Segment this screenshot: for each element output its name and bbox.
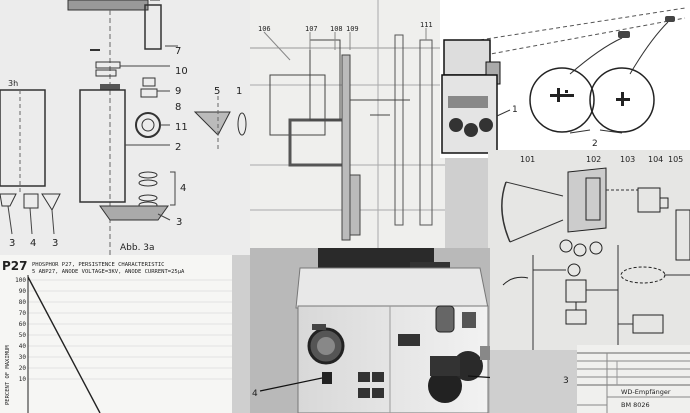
chart-title-line-1: PHOSPHOR P27, PERSISTENCE CHARACTERISTIC xyxy=(32,262,164,268)
title-block-code: BM 8026 xyxy=(621,401,650,409)
component-label-101: 101 xyxy=(520,155,535,164)
part-label-3-right: 3 xyxy=(52,238,58,249)
part-label-10: 10 xyxy=(175,66,188,77)
component-label-105: 105 xyxy=(668,155,683,164)
engineering-drawing: 106 107 108 109 111 xyxy=(250,0,445,250)
y-axis-label: PERCENT OF MAXIMUM xyxy=(5,345,11,405)
camera-label-2: 2 xyxy=(592,139,598,149)
part-label-3-left: 3 xyxy=(9,238,15,249)
drawing-ref-111: 111 xyxy=(420,21,433,29)
part-label-4: 4 xyxy=(180,183,186,194)
title-block: WD-Empfänger BM 8026 xyxy=(577,352,690,413)
drawing-ref-109: 109 xyxy=(346,25,359,33)
engineering-drawing-panel: 106 107 108 109 111 xyxy=(250,0,445,250)
drawing-ref-106: 106 xyxy=(258,25,271,33)
y-tick-label: 20 xyxy=(19,365,27,372)
part-label-9: 9 xyxy=(175,86,181,97)
instrument-photo: 4 xyxy=(250,248,490,413)
y-tick-label: 100 xyxy=(15,277,26,284)
part-label-8: 8 xyxy=(175,102,181,113)
instrument-photo-panel: 4 xyxy=(250,248,490,413)
drawing-ref-107: 107 xyxy=(305,25,318,33)
part-label-11: 11 xyxy=(175,122,188,133)
y-tick-label: 90 xyxy=(19,288,27,295)
phosphor-chart: P27 PHOSPHOR P27, PERSISTENCE CHARACTERI… xyxy=(2,259,232,413)
title-block-panel: WD-Empfänger BM 8026 xyxy=(577,345,690,413)
persistence-curve xyxy=(27,276,101,413)
optics-diagram-panel: 7 10 9 8 11 2 4 3 5 1 3 4 3 Abb. 3a 3h xyxy=(0,0,250,255)
part-label-2: 2 xyxy=(175,142,181,153)
photo-label-4: 4 xyxy=(252,389,258,399)
camera-label-1: 1 xyxy=(512,105,518,115)
y-tick-label: 30 xyxy=(19,354,27,361)
y-tick-label: 70 xyxy=(19,310,27,317)
y-tick-label: 80 xyxy=(19,299,27,306)
part-label-4-left: 4 xyxy=(30,238,36,249)
part-label-7: 7 xyxy=(175,46,181,57)
drawing-ref-108: 108 xyxy=(330,25,343,33)
component-label-102: 102 xyxy=(586,155,601,164)
figure-caption: Abb. 3a xyxy=(120,243,155,253)
part-label-3: 3 xyxy=(176,217,182,228)
y-tick-label: 40 xyxy=(19,343,27,350)
part-label-1: 1 xyxy=(236,86,242,97)
y-tick-labels: 100 90 80 70 60 50 40 30 20 10 xyxy=(15,277,26,383)
photo-label-3: 3 xyxy=(563,376,569,386)
chart-grid xyxy=(28,279,232,380)
y-tick-label: 10 xyxy=(19,376,27,383)
optics-diagram: 7 10 9 8 11 2 4 3 5 1 3 4 3 Abb. 3a 3h xyxy=(0,0,247,255)
part-label-5: 5 xyxy=(214,86,220,97)
camera-sketch-panel: 1 2 xyxy=(440,0,690,158)
chart-title-line-2: 5 ABP27, ANODE VOLTAGE=3KV, ANODE CURREN… xyxy=(32,269,185,275)
component-label-103: 103 xyxy=(620,155,635,164)
schematic-diagram: 101 102 103 104 105 xyxy=(501,155,690,350)
camera-sketch: 1 2 xyxy=(441,7,686,154)
schematic-panel: 101 102 103 104 105 xyxy=(488,150,690,350)
phosphor-chart-panel: P27 PHOSPHOR P27, PERSISTENCE CHARACTERI… xyxy=(0,255,232,413)
y-tick-label: 60 xyxy=(19,321,27,328)
corner-label: 3h xyxy=(8,79,18,88)
phosphor-code: P27 xyxy=(2,259,28,273)
title-block-name: WD-Empfänger xyxy=(621,388,671,396)
y-tick-label: 50 xyxy=(19,332,27,339)
component-label-104: 104 xyxy=(648,155,663,164)
